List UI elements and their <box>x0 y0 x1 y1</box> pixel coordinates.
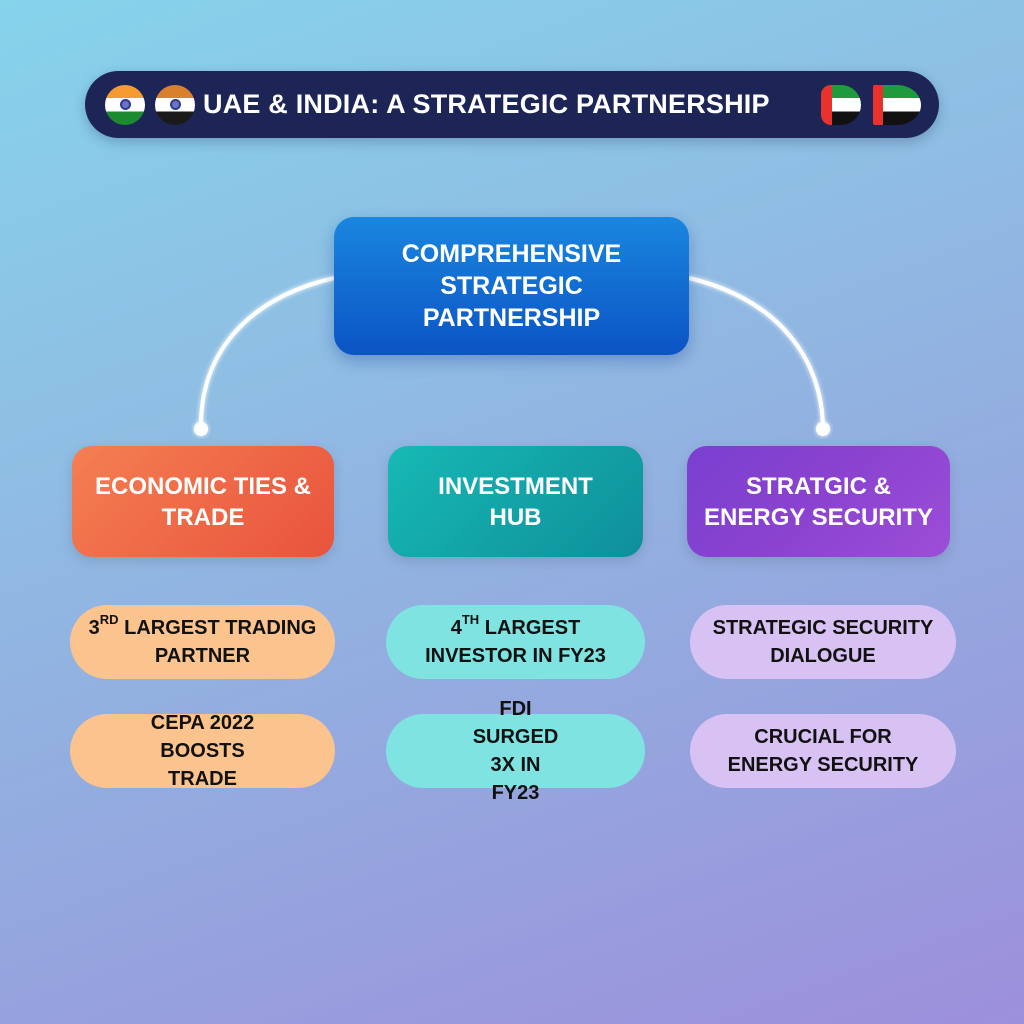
india-flag-icon <box>105 84 145 125</box>
fact-pill: STRATEGIC SECURITY DIALOGUE <box>690 605 956 679</box>
category-economic-ties: ECONOMIC TIES & TRADE <box>72 446 334 557</box>
category-label: STRATGIC & ENERGY SECURITY <box>704 472 933 531</box>
fact-pill: CRUCIAL FOR ENERGY SECURITY <box>690 714 956 788</box>
connector-dot-left <box>194 422 208 436</box>
ordinal-number: 4 <box>450 617 462 639</box>
ashoka-chakra-icon <box>169 99 181 110</box>
category-strategic-energy: STRATGIC & ENERGY SECURITY <box>687 446 950 557</box>
ashoka-chakra-icon <box>119 99 131 110</box>
fact-pill: 4th LARGEST INVESTOR IN FY23 <box>386 605 645 679</box>
fact-text: FDI SURGED 3X IN FY23 <box>472 698 559 804</box>
root-label: COMPREHENSIVE STRATEGIC PARTNERSHIP <box>401 240 622 332</box>
ordinal-suffix: rd <box>99 612 119 628</box>
fact-text: LARGEST INVESTOR IN FY23 <box>425 617 606 667</box>
uae-flag-icon <box>821 84 861 125</box>
fact-pill: 3rd LARGEST TRADING PARTNER <box>70 605 335 679</box>
title-banner: UAE & INDIA: A STRATEGIC PARTNERSHIP <box>85 71 939 138</box>
root-node: COMPREHENSIVE STRATEGIC PARTNERSHIP <box>334 217 689 355</box>
fact-text: CRUCIAL FOR ENERGY SECURITY <box>727 726 919 776</box>
connector-dot-right <box>816 422 830 436</box>
connector-left <box>198 276 335 429</box>
ordinal-suffix: th <box>461 612 480 628</box>
fact-text: CEPA 2022 BOOSTS TRADE <box>150 712 255 790</box>
uae-flag-icon <box>873 84 921 125</box>
fact-text: STRATEGIC SECURITY DIALOGUE <box>712 617 934 667</box>
connector-right <box>688 276 825 429</box>
fact-text: LARGEST TRADING PARTNER <box>124 617 317 667</box>
category-label: ECONOMIC TIES & TRADE <box>94 472 311 531</box>
category-investment-hub: INVESTMENT HUB <box>388 446 643 557</box>
category-label: INVESTMENT HUB <box>438 472 593 531</box>
fact-pill: FDI SURGED 3X IN FY23 <box>386 698 645 804</box>
fact-pill: CEPA 2022 BOOSTS TRADE <box>70 712 335 790</box>
page-title: UAE & INDIA: A STRATEGIC PARTNERSHIP <box>203 89 770 119</box>
india-flag-variant-icon <box>155 84 195 125</box>
ordinal-number: 3 <box>88 617 100 639</box>
